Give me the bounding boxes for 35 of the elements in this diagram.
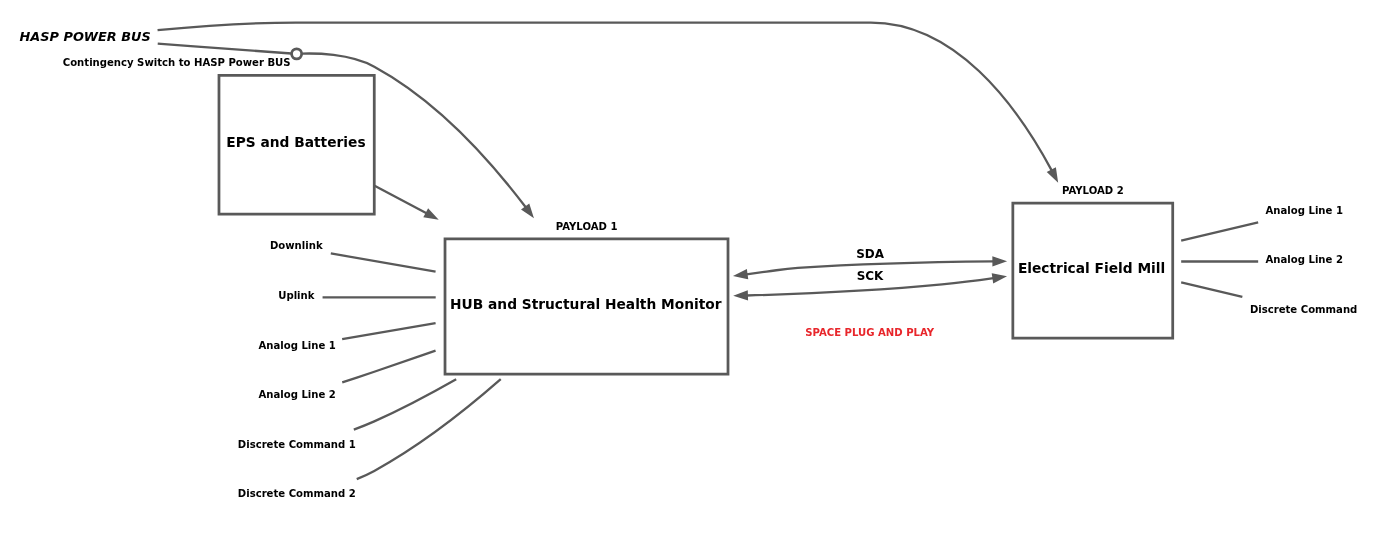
node-text: Analog Line 1 [258, 339, 336, 351]
arrow [732, 255, 1008, 279]
node-text: Downlink [269, 239, 323, 251]
node-label: PAYLOAD 2 [1062, 184, 1124, 196]
connector [1181, 259, 1259, 263]
edge-label: SCK [856, 268, 884, 283]
node-label: PAYLOAD 1 [555, 220, 618, 232]
node-box: EPS and Batteries [217, 73, 376, 216]
arrow [157, 20, 1059, 183]
label: SPACE PLUG AND PLAY [805, 326, 935, 338]
connector [353, 377, 457, 431]
connector [356, 377, 502, 480]
node-text: Discrete Command 2 [237, 487, 356, 499]
node-text: Analog Line 2 [1265, 253, 1343, 265]
node-box: HUB and Structural Health Monitor [443, 237, 730, 375]
connector [1180, 220, 1259, 242]
arrow [302, 51, 534, 218]
node-text: Discrete Command 1 [237, 438, 356, 450]
node-text: HASP POWER BUS [19, 28, 151, 44]
node-text: Analog Line 2 [258, 388, 336, 400]
connector [330, 251, 436, 273]
node-text: Discrete Command [1249, 303, 1358, 315]
arrow [374, 184, 439, 220]
connector [1180, 280, 1243, 298]
connector [341, 321, 436, 340]
node-text: Analog Line 1 [1265, 204, 1343, 216]
edge-label: SDA [856, 246, 884, 261]
connector [322, 295, 436, 298]
node-text: Uplink [278, 289, 315, 301]
node-box: Electrical Field Mill [1011, 201, 1175, 340]
connector [157, 41, 292, 55]
connector [341, 349, 436, 383]
node-switch [290, 46, 304, 60]
node-label: Contingency Switch to HASP Power BUS [62, 56, 291, 68]
arrow [733, 272, 1008, 301]
